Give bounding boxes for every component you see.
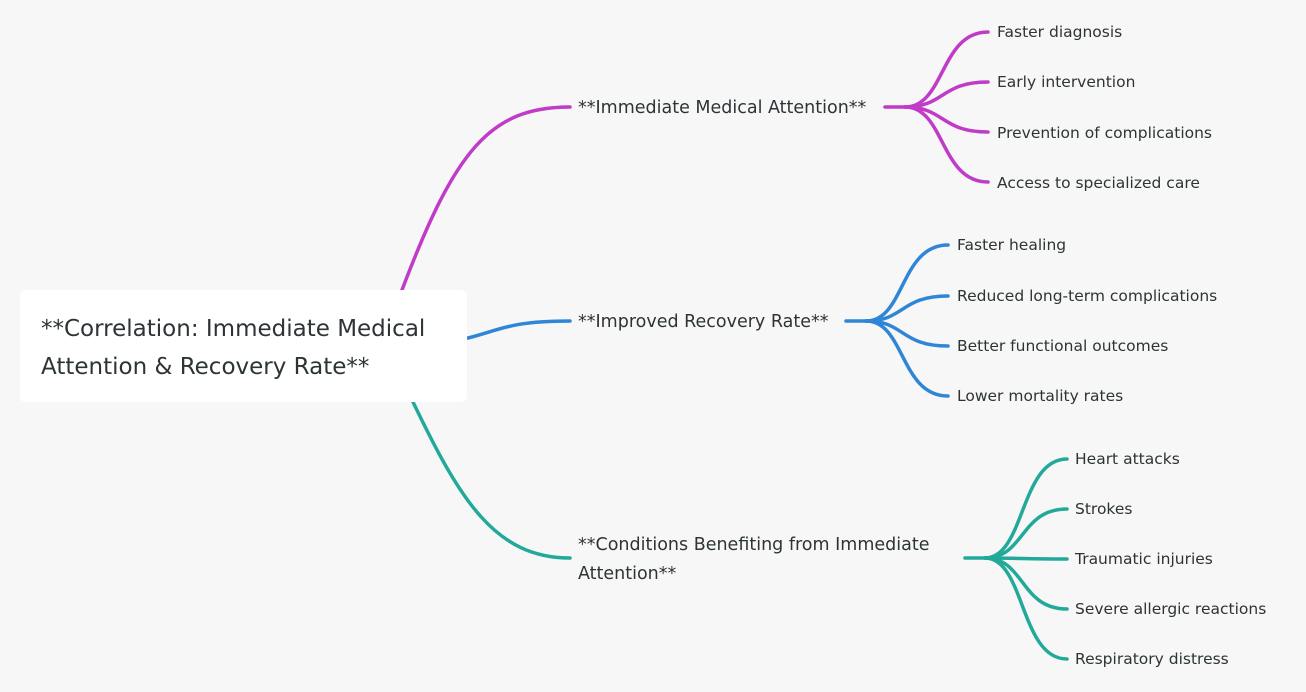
leaf-topic-respiratory-distress[interactable]: Respiratory distress — [1075, 650, 1229, 668]
leaf-topic-better-functional-outcomes[interactable]: Better functional outcomes — [957, 337, 1169, 355]
root-topic-line-2: Attention & Recovery Rate** — [41, 354, 370, 380]
connector-branch-3-leaf-2 — [983, 507, 1069, 560]
connector-branch-1-leaf-1 — [903, 30, 990, 109]
connector-branch-1-leaf-4 — [903, 105, 990, 184]
leaf-topic-heart-attacks[interactable]: Heart attacks — [1075, 450, 1180, 468]
connector-branch-3-leaf-5 — [983, 556, 1069, 661]
leaf-topic-faster-diagnosis[interactable]: Faster diagnosis — [997, 23, 1123, 41]
branch-topic-improved-recovery-rate[interactable]: **Improved Recovery Rate** — [578, 312, 829, 332]
leaf-topic-early-intervention[interactable]: Early intervention — [997, 73, 1136, 91]
connector-branch-3-leaf-1 — [983, 457, 1069, 560]
connector-root-branch-2 — [466, 319, 572, 340]
branch-topic-conditions-benefiting[interactable]: **Conditions Benefiting from Immediate A… — [578, 535, 930, 584]
connector-branch-3-leaf-4 — [983, 556, 1069, 611]
root-topic-line-1: **Correlation: Immediate Medical — [41, 316, 426, 342]
connector-branch-2-leaf-4 — [864, 319, 950, 398]
leaf-topic-lower-mortality-rates[interactable]: Lower mortality rates — [957, 387, 1124, 405]
leaf-topic-traumatic-injuries[interactable]: Traumatic injuries — [1075, 550, 1213, 568]
connector-root-branch-3 — [411, 400, 572, 560]
connector-root-branch-1 — [400, 105, 572, 292]
leaf-topic-strokes[interactable]: Strokes — [1075, 500, 1133, 518]
leaf-topic-access-to-specialized-care[interactable]: Access to specialized care — [997, 174, 1200, 192]
leaf-topic-reduced-long-term-complications[interactable]: Reduced long-term complications — [957, 287, 1218, 305]
root-topic-node[interactable]: **Correlation: Immediate Medical Attenti… — [20, 290, 467, 402]
leaf-topic-severe-allergic-reactions[interactable]: Severe allergic reactions — [1075, 600, 1267, 618]
connector-branch-2-leaf-1 — [864, 243, 950, 323]
leaf-topic-faster-healing[interactable]: Faster healing — [957, 236, 1067, 254]
branch-topic-immediate-medical-attention[interactable]: **Immediate Medical Attention** — [578, 98, 867, 118]
leaf-topic-prevention-of-complications[interactable]: Prevention of complications — [997, 124, 1213, 142]
